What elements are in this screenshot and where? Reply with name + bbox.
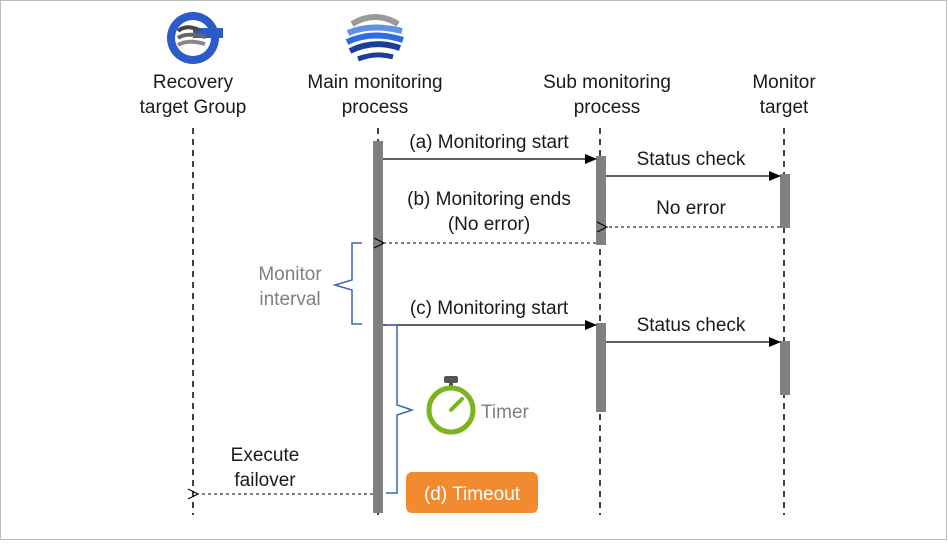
timer-label: Timer [481, 402, 530, 423]
target-activation-bar-2 [780, 341, 790, 395]
stopwatch-icon [426, 376, 476, 435]
msg-a-label: (a) Monitoring start [409, 132, 569, 153]
msg-b-label-line1: (b) Monitoring ends [407, 189, 571, 210]
target-title-line2: target [760, 97, 809, 118]
sub-activation-bar-1 [596, 156, 606, 245]
interval-label-line1: Monitor [258, 264, 322, 285]
main-activation-bar [373, 141, 383, 513]
timeout-badge [406, 472, 538, 513]
failover-label-line2: failover [234, 470, 296, 491]
failover-label-line1: Execute [231, 445, 300, 466]
main-monitoring-logo-icon [345, 10, 404, 66]
timeout-label: (d) Timeout [424, 484, 521, 505]
recovery-title-line2: target Group [140, 97, 247, 118]
status-check-2-label: Status check [637, 315, 746, 336]
target-activation-bar-1 [780, 174, 790, 228]
main-title-line2: process [342, 97, 409, 118]
no-error-label: No error [656, 198, 726, 219]
status-check-1-label: Status check [637, 149, 746, 170]
timer-brace [386, 324, 415, 494]
recovery-group-logo-icon [167, 12, 223, 64]
target-title-line1: Monitor [752, 72, 816, 93]
msg-c-label: (c) Monitoring start [410, 298, 569, 319]
sub-title-line2: process [574, 97, 641, 118]
recovery-title-line1: Recovery [153, 72, 234, 93]
interval-label-line2: interval [259, 289, 320, 310]
main-title-line1: Main monitoring [307, 72, 442, 93]
sub-title-line1: Sub monitoring [543, 72, 671, 93]
interval-brace [332, 242, 362, 325]
msg-b-label-line2: (No error) [448, 214, 530, 235]
sub-activation-bar-2 [596, 323, 606, 412]
